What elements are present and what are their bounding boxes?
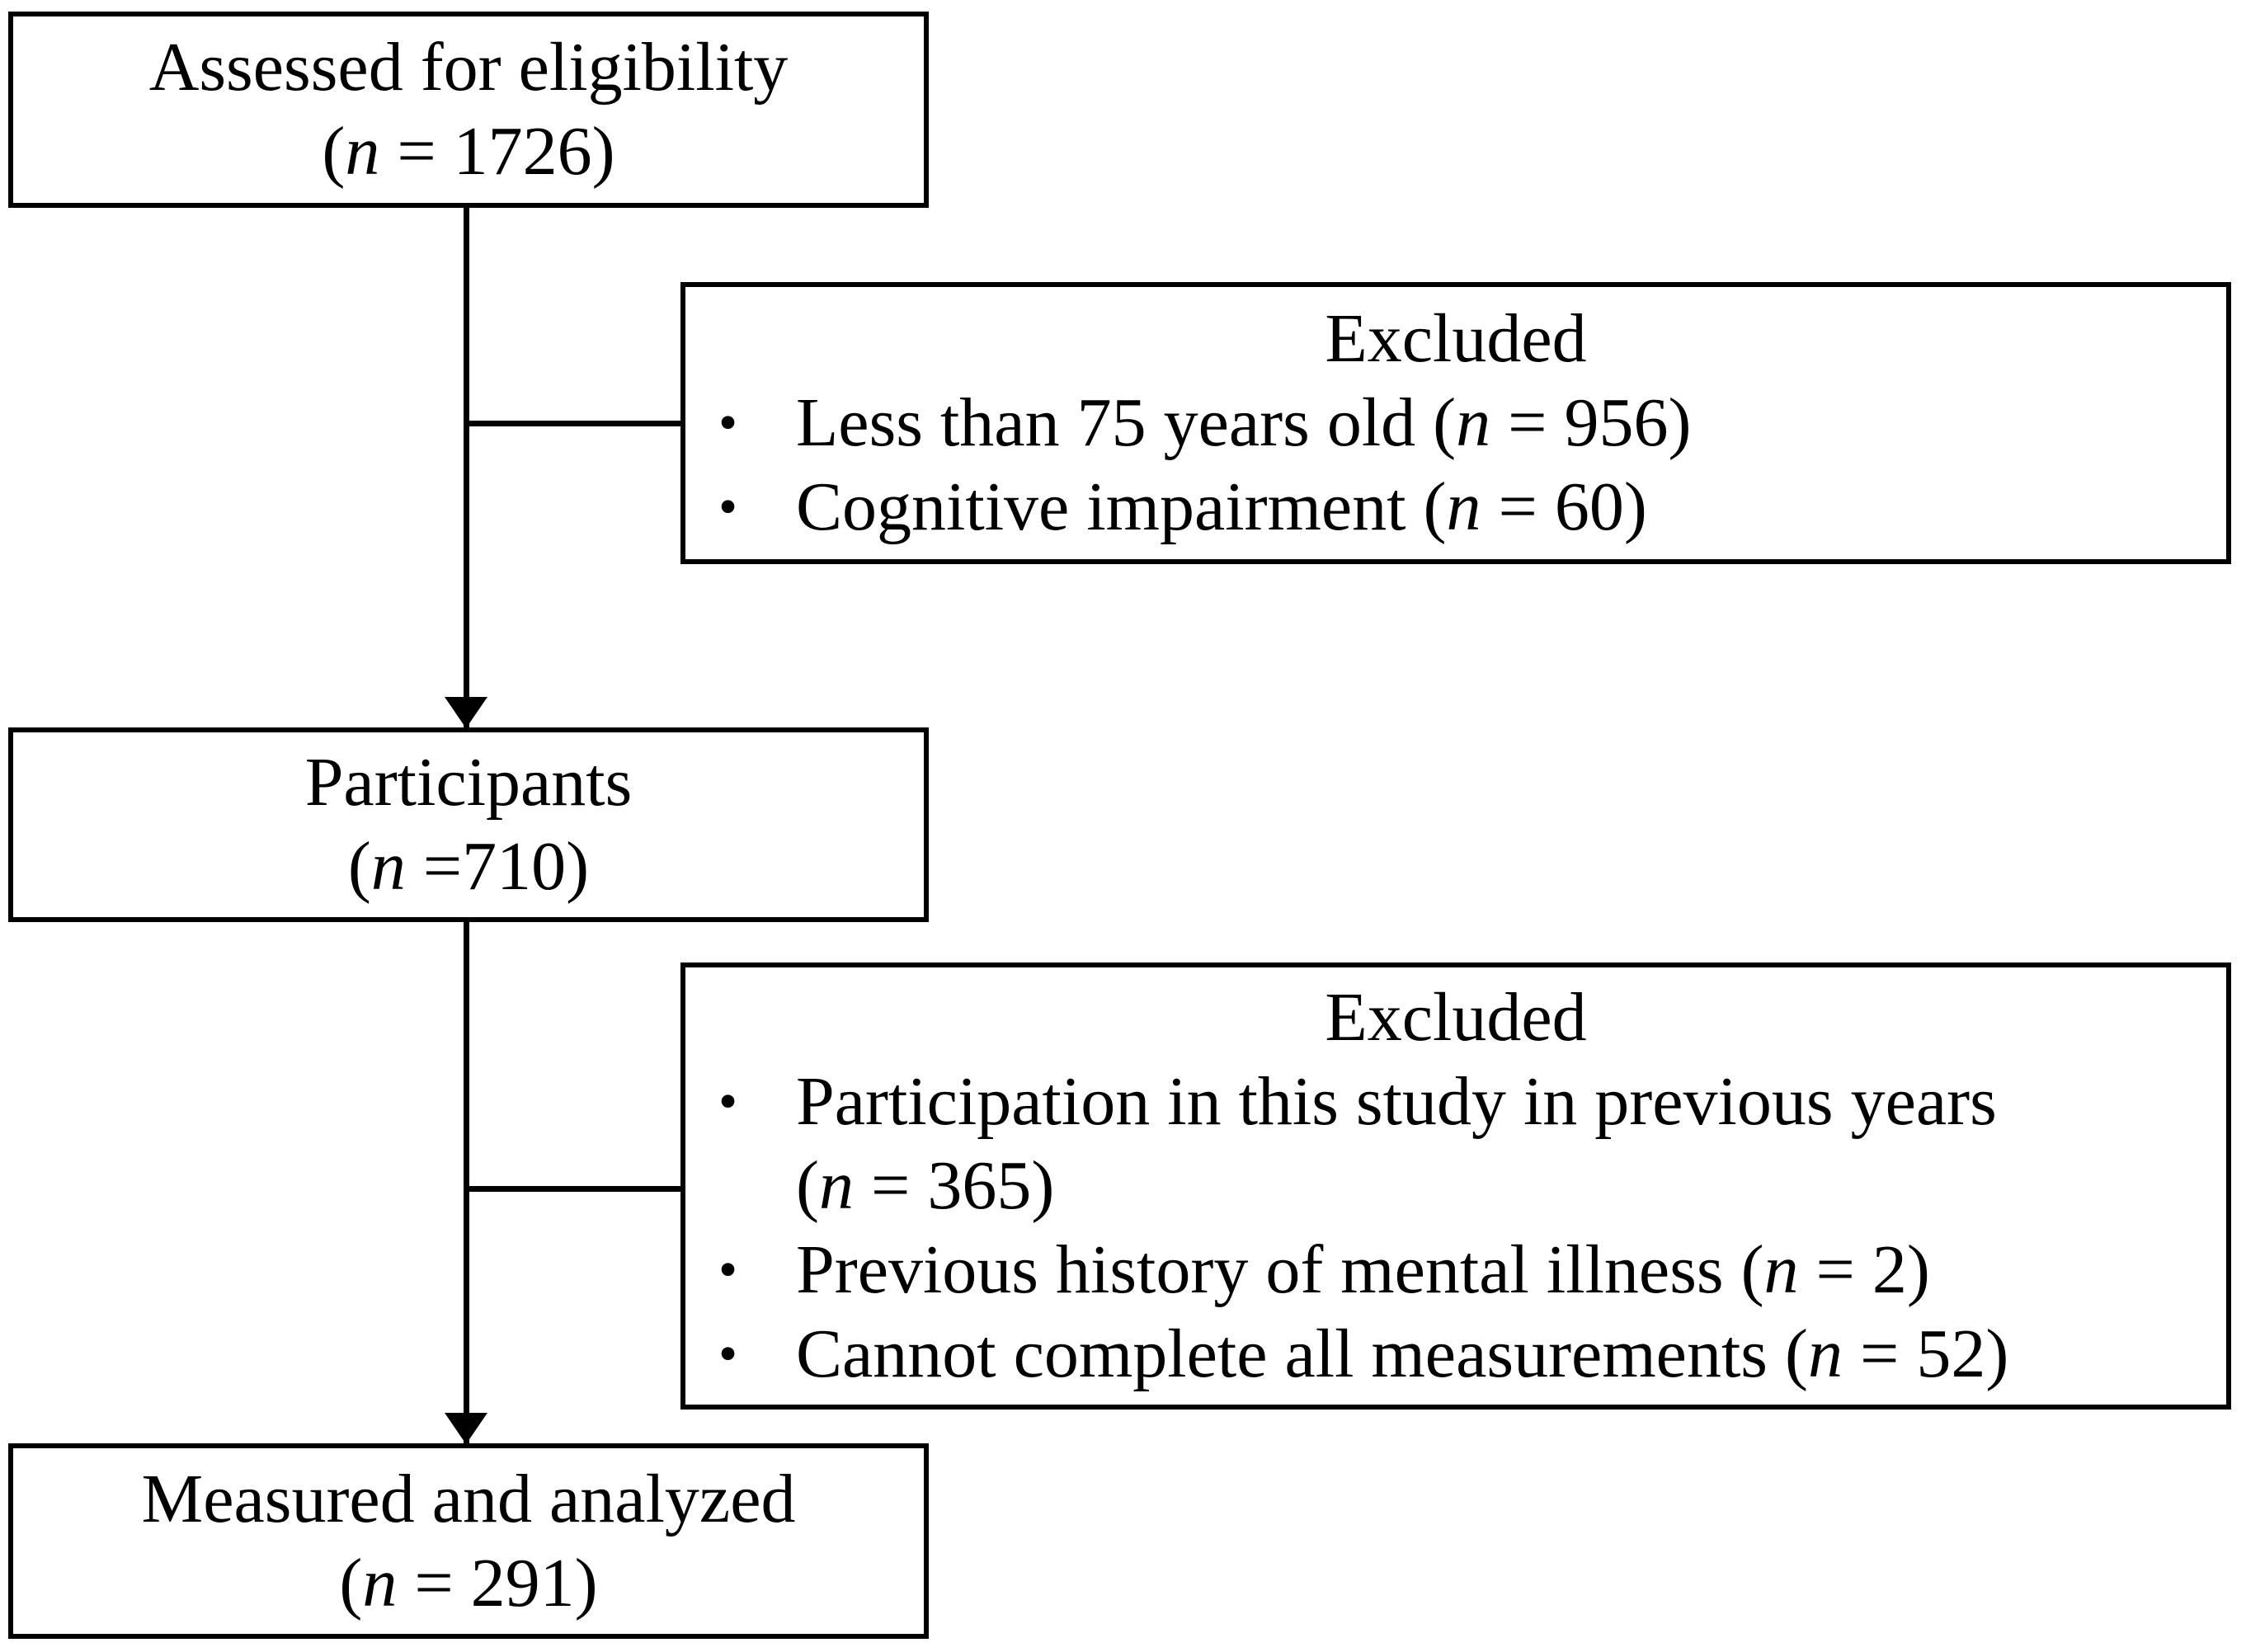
box-measured-analyzed: Measured and analyzed (n = 291) — [8, 1443, 929, 1639]
connector-horizontal-2 — [464, 1186, 680, 1192]
sample-size: (n = 1726) — [13, 110, 924, 194]
list-item-text: Cannot complete all measurements ( — [796, 1315, 1808, 1392]
list-item: • Less than 75 years old (n = 956) — [685, 381, 2226, 465]
bullet-icon: • — [718, 477, 738, 537]
list-item-text: Participation in this study in previous … — [796, 1063, 1997, 1140]
sample-size-value: = 60) — [1481, 468, 1647, 545]
box-excluded-1: Excluded • Less than 75 years old (n = 95… — [680, 282, 2231, 564]
sample-size-value: = 2) — [1798, 1231, 1930, 1308]
sample-size-open: ( — [339, 1544, 363, 1621]
list-item: • Participation in this study in previous… — [685, 1060, 2226, 1228]
connector-horizontal-1 — [464, 421, 680, 426]
box-title: Excluded — [1325, 300, 1587, 377]
sample-size-open: ( — [347, 828, 371, 905]
sample-size-var: n — [370, 828, 406, 905]
box-excluded-2: Excluded • Participation in this study in… — [680, 962, 2231, 1410]
arrow-down-icon — [445, 1413, 487, 1444]
sample-size-open: ( — [322, 113, 346, 190]
arrow-down-icon — [445, 697, 487, 728]
box-title: Participants — [304, 744, 633, 821]
sample-size: (n = 291) — [13, 1541, 924, 1626]
box-participants: Participants (n =710) — [8, 727, 929, 922]
sample-size-var: n — [345, 113, 380, 190]
list-item: • Cannot complete all measurements (n = 5… — [685, 1312, 2226, 1396]
sample-size: (n =710) — [13, 825, 924, 909]
list-item-text: Cognitive impairment ( — [796, 468, 1447, 545]
sample-size-open: ( — [796, 1147, 819, 1224]
sample-size-value: =710) — [405, 828, 590, 905]
bullet-icon: • — [718, 1240, 738, 1300]
sample-size-var: n — [1807, 1315, 1843, 1392]
box-title: Assessed for eligibility — [148, 29, 789, 106]
sample-size-value: = 52) — [1842, 1315, 2009, 1392]
sample-size-value: = 365) — [853, 1147, 1055, 1224]
sample-size-var: n — [1456, 384, 1491, 461]
sample-size-value: = 291) — [397, 1544, 598, 1621]
list-item: • Cognitive impairment (n = 60) — [685, 465, 2226, 549]
box-assessed-eligibility: Assessed for eligibility (n = 1726) — [8, 12, 929, 208]
list-item-text: Previous history of mental illness ( — [796, 1231, 1764, 1308]
sample-size-var: n — [362, 1544, 398, 1621]
box-title: Measured and analyzed — [141, 1460, 796, 1537]
sample-size-value: = 1726) — [379, 113, 615, 190]
connector-vertical-1 — [464, 208, 469, 727]
box-title: Excluded — [1325, 979, 1587, 1056]
sample-size-value: = 956) — [1490, 384, 1692, 461]
list-item: • Previous history of mental illness (n =… — [685, 1228, 2226, 1312]
sample-size-var: n — [818, 1147, 854, 1224]
bullet-icon: • — [718, 1071, 738, 1132]
list-item-text: Less than 75 years old ( — [796, 384, 1457, 461]
bullet-icon: • — [718, 1324, 738, 1384]
sample-size-var: n — [1763, 1231, 1799, 1308]
sample-size-var: n — [1446, 468, 1481, 545]
bullet-icon: • — [718, 393, 738, 453]
connector-vertical-2 — [464, 922, 469, 1443]
